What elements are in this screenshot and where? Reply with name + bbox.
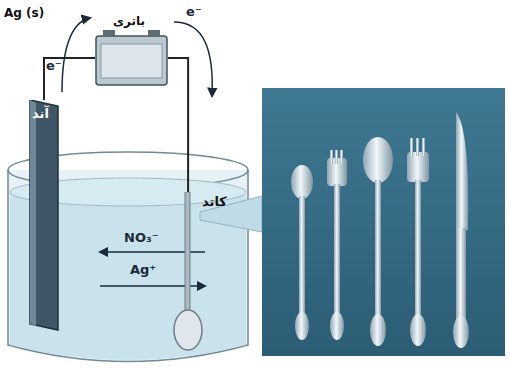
electron-arrow: [174, 22, 212, 96]
electron-label: e⁻: [46, 58, 62, 73]
anode-formula: Ag (s): [4, 6, 44, 20]
anode-plate: Ag (s)آند: [28, 100, 60, 332]
cathode-label: کاتد: [202, 194, 227, 209]
cathode-spoon: کاتد: [172, 192, 242, 352]
wire: [44, 58, 95, 100]
electron-arrow: [62, 18, 90, 92]
battery-label: باتری: [113, 14, 145, 28]
ion-label: NO₃⁻: [124, 230, 159, 245]
anode-plate-outline: [28, 100, 60, 332]
electron-label: e⁻: [186, 4, 202, 19]
battery-box: باتری: [95, 30, 168, 86]
wire: [168, 58, 188, 192]
cathode-spoon-outline: [172, 192, 242, 352]
ion-label: Ag⁺: [130, 262, 156, 277]
battery-box-outline: [95, 30, 168, 86]
anode-label: آند: [32, 106, 49, 121]
cutlery-photo: [262, 88, 505, 356]
